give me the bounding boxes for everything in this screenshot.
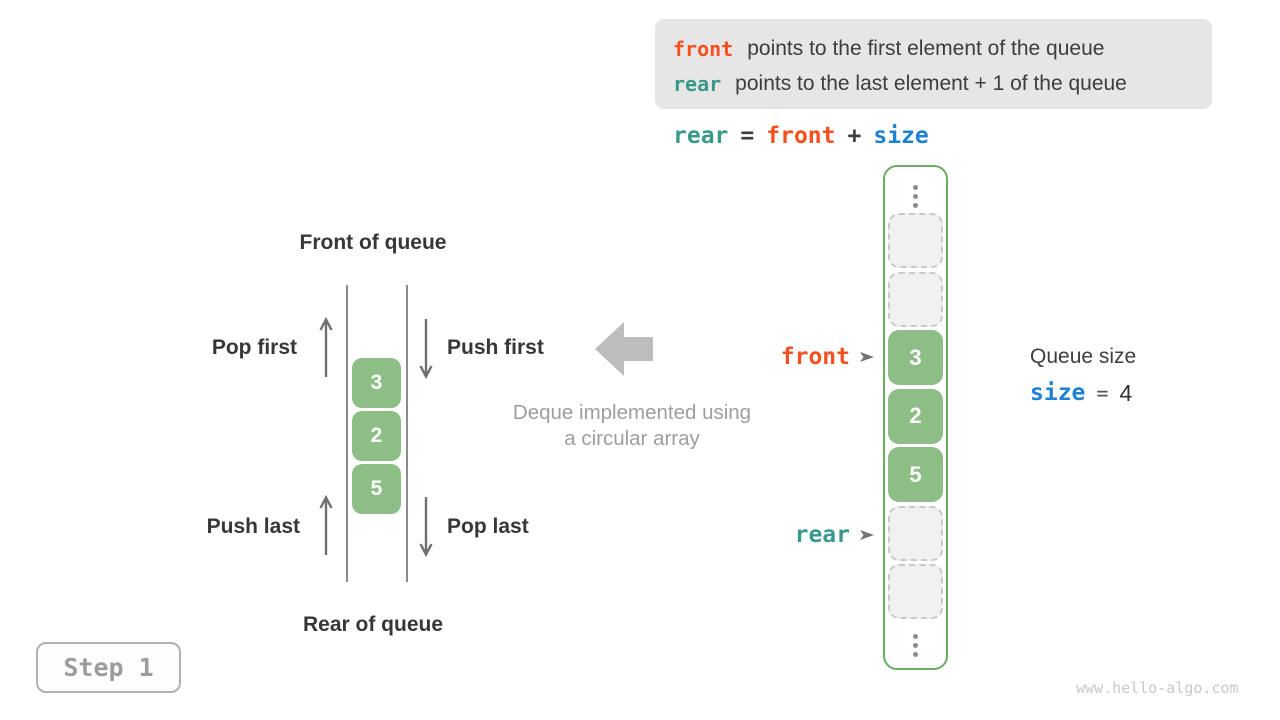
- arrow-up-icon: [319, 495, 333, 555]
- legend-line-front: front points to the first element of the…: [673, 31, 1212, 66]
- formula: rear = front + size: [673, 122, 941, 150]
- front-pointer-label: front: [780, 344, 850, 370]
- legend-box: front points to the first element of the…: [655, 19, 1212, 109]
- formula-front: front: [766, 123, 836, 149]
- formula-size: size: [873, 123, 929, 149]
- push-first-label: Push first: [447, 336, 544, 359]
- array-slot: 3: [888, 330, 943, 385]
- caption: Deque implemented using a circular array: [482, 400, 782, 452]
- rear-of-queue-label: Rear of queue: [302, 613, 444, 636]
- array-slot: [888, 564, 943, 619]
- watermark: www.hello-algo.com: [1076, 679, 1239, 697]
- pointer-arrow-icon: [860, 530, 874, 540]
- size-value: 4: [1119, 379, 1133, 406]
- array-slot: 5: [888, 447, 943, 502]
- formula-rear: rear: [673, 123, 729, 149]
- rear-pointer-label: rear: [794, 522, 850, 548]
- stack-value-box: 5: [352, 464, 401, 514]
- legend-line-rear: rear points to the last element + 1 of t…: [673, 66, 1212, 101]
- array-slot: [888, 213, 943, 268]
- push-last-label: Push last: [206, 515, 300, 538]
- channel-left-line: [346, 285, 348, 582]
- pop-last-label: Pop last: [447, 515, 529, 538]
- step-badge: Step 1: [36, 642, 181, 693]
- front-keyword: front: [673, 36, 734, 61]
- arrow-up-icon: [319, 317, 333, 377]
- pop-first-label: Pop first: [211, 336, 297, 359]
- arrow-down-icon: [419, 497, 433, 557]
- channel-right-line: [406, 285, 408, 582]
- caption-line2: a circular array: [564, 427, 700, 450]
- rear-pointer: rear: [695, 521, 875, 549]
- rear-keyword: rear: [673, 71, 722, 96]
- queue-size-title: Queue size: [1030, 345, 1137, 368]
- front-pointer: front: [695, 343, 875, 371]
- formula-plus: +: [847, 123, 862, 149]
- pointer-arrow-icon: [860, 352, 874, 362]
- ellipsis-icon: [885, 632, 946, 659]
- stack-value-box: 3: [352, 358, 401, 408]
- stack-value-box: 2: [352, 411, 401, 461]
- ellipsis-icon: [885, 183, 946, 210]
- array-slot: [888, 271, 943, 327]
- big-left-arrow-icon: [595, 322, 653, 376]
- formula-equals: =: [740, 123, 755, 149]
- front-of-queue-label: Front of queue: [299, 231, 447, 254]
- caption-line1: Deque implemented using: [512, 401, 752, 424]
- size-equals: =: [1096, 381, 1109, 405]
- array-slot: 2: [888, 388, 943, 444]
- front-description: points to the first element of the queue: [747, 36, 1105, 60]
- size-variable: size: [1030, 380, 1086, 406]
- rear-description: points to the last element + 1 of the qu…: [735, 71, 1127, 95]
- array-slot: [888, 505, 943, 561]
- queue-size-value: size = 4: [1030, 379, 1132, 407]
- arrow-down-icon: [419, 319, 433, 379]
